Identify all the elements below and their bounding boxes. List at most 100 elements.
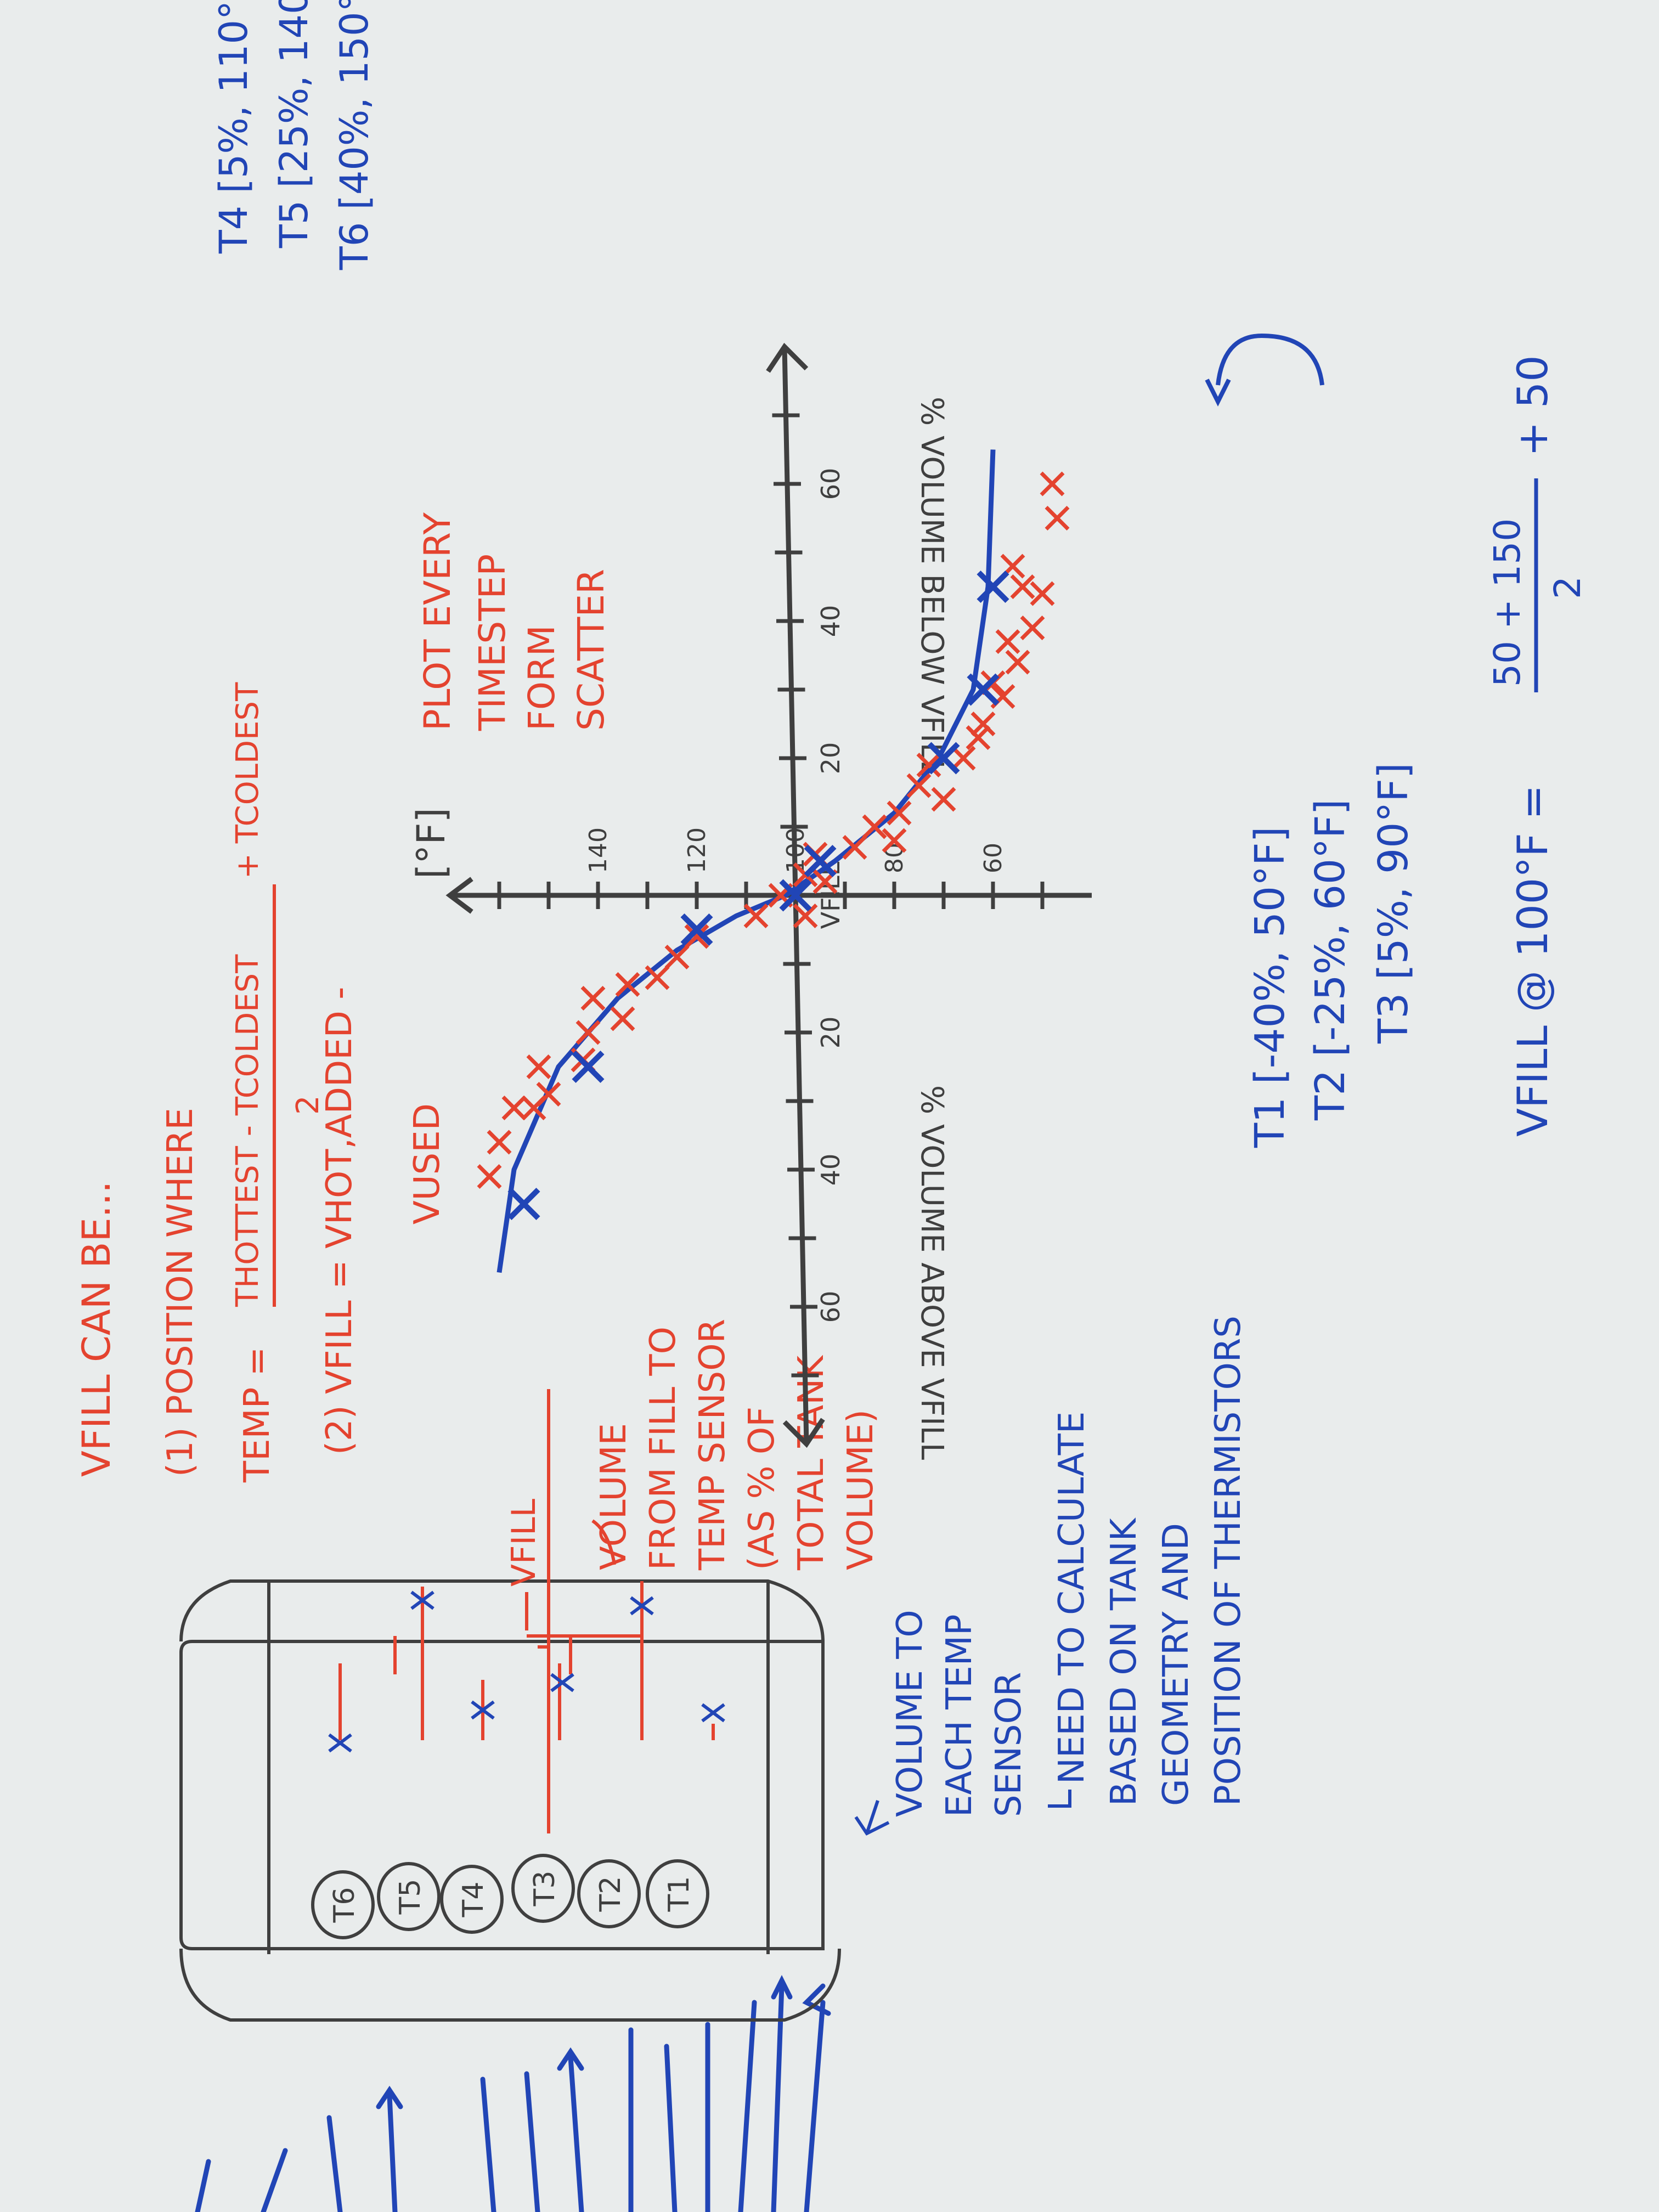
red-point — [580, 986, 606, 1011]
vfill-eq-numerator: 50 + 150 — [1486, 518, 1528, 687]
blue-point — [572, 1050, 605, 1084]
red-point — [664, 945, 690, 969]
svg-text:T4: T4 — [457, 1882, 490, 1918]
reading-t3: T3 [5%, 90°F] — [1370, 763, 1417, 1044]
sensor-t2: T2 — [577, 1859, 641, 1928]
red-point — [684, 924, 709, 949]
volume-note-line: TOTAL TANK — [791, 1355, 832, 1571]
left-note-line: BASED ON TANK — [1104, 1517, 1144, 1806]
red-point — [970, 712, 996, 736]
sensor-t6: T6 — [311, 1870, 375, 1939]
option1-label: (1) POSITION WHERE — [160, 1108, 201, 1477]
red-point — [882, 828, 907, 853]
reading-t5: T5 [25%, 140°F] — [272, 0, 317, 249]
red-point — [477, 1164, 502, 1189]
lower-sensor-readings: T1 [-40%, 50°F] T2 [-25%, 60°F] T3 [5%, … — [1205, 333, 1417, 1149]
y-tick-label: 140 — [584, 827, 612, 873]
blue-stroke — [664, 2044, 678, 2212]
volume-note-arrow — [591, 1519, 616, 1565]
vfill-eq-lhs: VFILL @ 100°F = — [1508, 785, 1557, 1137]
y-tick-label: 80 — [881, 843, 909, 873]
volume-note-line: TEMP SENSOR — [692, 1319, 733, 1571]
left-note-line: VOLUME TO — [890, 1610, 930, 1817]
blue-point — [507, 1187, 540, 1221]
left-note-line: SENSOR — [989, 1672, 1029, 1817]
svg-text:T5: T5 — [394, 1879, 427, 1915]
blue-stroke — [738, 2000, 757, 2212]
blue-stroke — [326, 2115, 343, 2212]
left-note-line: GEOMETRY AND — [1156, 1523, 1197, 1806]
blue-stroke — [568, 2055, 584, 2212]
reading-t2: T2 [-25%, 60°F] — [1307, 799, 1354, 1121]
sensor-t3: T3 — [511, 1854, 575, 1923]
sensor-x-marks — [328, 1590, 725, 1753]
blue-stroke — [771, 1983, 785, 2212]
formula-numerator: THOTTEST - TCOLDEST — [230, 954, 266, 1307]
x-axis-label-right: % VOLUME BELOW VFILL — [914, 397, 950, 777]
blue-point — [804, 844, 837, 878]
blue-point — [967, 673, 1000, 706]
red-point — [1010, 574, 1035, 599]
red-point — [951, 746, 976, 771]
vfill-title: VFILL CAN BE... — [74, 1181, 119, 1477]
option2-cont: VUSED — [407, 1103, 448, 1224]
blue-stroke — [387, 2093, 398, 2212]
x-axis-label-left: % VOLUME ABOVE VFILL — [914, 1085, 950, 1460]
red-point — [501, 1096, 527, 1120]
vfill-definitions: VFILL CAN BE... (1) POSITION WHERE TEMP … — [74, 682, 448, 1483]
reading-t6: T6 [40%, 150°F] — [332, 0, 377, 270]
blue-point — [977, 570, 1009, 603]
tank-end-cap-right — [179, 1579, 825, 1642]
x-tick-label: 40 — [816, 605, 845, 637]
red-point — [931, 787, 956, 812]
volume-note-line: VOLUME — [594, 1423, 634, 1570]
tank-outline — [179, 1640, 825, 1950]
red-point — [610, 1006, 635, 1031]
vfill-eq-tail: + 50 — [1508, 355, 1557, 456]
plot-note: PLOT EVERY TIMESTEP FORM SCATTER — [416, 512, 612, 731]
red-point — [1030, 581, 1055, 606]
red-point — [1020, 616, 1045, 640]
red-point — [575, 1020, 601, 1045]
blue-stroke — [480, 2076, 496, 2212]
vfill-eq-denominator: 2 — [1547, 576, 1589, 599]
tank-diagram: T6 T5 T4 T3 T2 — [179, 1389, 841, 2022]
red-point — [615, 972, 640, 997]
reading-t1: T1 [-40%, 50°F] — [1246, 827, 1294, 1149]
svg-text:T2: T2 — [594, 1876, 627, 1912]
volume-note-line: FROM FILL TO — [643, 1327, 684, 1570]
red-point — [487, 1130, 512, 1155]
x-tick-label: 60 — [816, 468, 845, 500]
curved-arrow-icon — [854, 1800, 890, 1836]
red-point — [645, 965, 670, 990]
volume-note-line: (AS % OF — [742, 1407, 782, 1570]
turn-arrow-icon — [1048, 1790, 1071, 1808]
red-point — [743, 904, 769, 928]
volume-note-line: VOLUME) — [840, 1409, 881, 1570]
blue-stroke — [804, 2000, 826, 2212]
blue-point — [680, 913, 713, 946]
upper-sensor-readings: T4 [5%, 110°F] T5 [25%, 140°F] T6 [40%, … — [211, 0, 377, 270]
blue-stroke — [261, 2148, 288, 2212]
option2-label: (2) VFILL = VHOT,ADDED - — [319, 987, 360, 1455]
red-point — [1045, 506, 1070, 531]
reading-t4: T4 [5%, 110°F] — [211, 0, 256, 254]
left-note-line: NEED TO CALCULATE — [1052, 1412, 1092, 1784]
tank-end-cap-left — [179, 1948, 841, 2022]
sensor-t5: T5 — [377, 1862, 441, 1931]
formula-plus: + TCOLDEST — [230, 682, 266, 879]
blue-point — [927, 742, 960, 775]
y-tick-label: 60 — [979, 843, 1007, 873]
svg-text:T1: T1 — [663, 1876, 696, 1912]
left-note-line: EACH TEMP — [939, 1614, 980, 1817]
y-axis-arrow — [445, 877, 473, 914]
red-point — [862, 814, 887, 839]
y-axis-label: [°F] — [409, 808, 454, 879]
red-point — [916, 753, 941, 777]
red-point — [887, 800, 912, 826]
sensor-t1: T1 — [646, 1859, 709, 1928]
red-point — [966, 725, 991, 750]
